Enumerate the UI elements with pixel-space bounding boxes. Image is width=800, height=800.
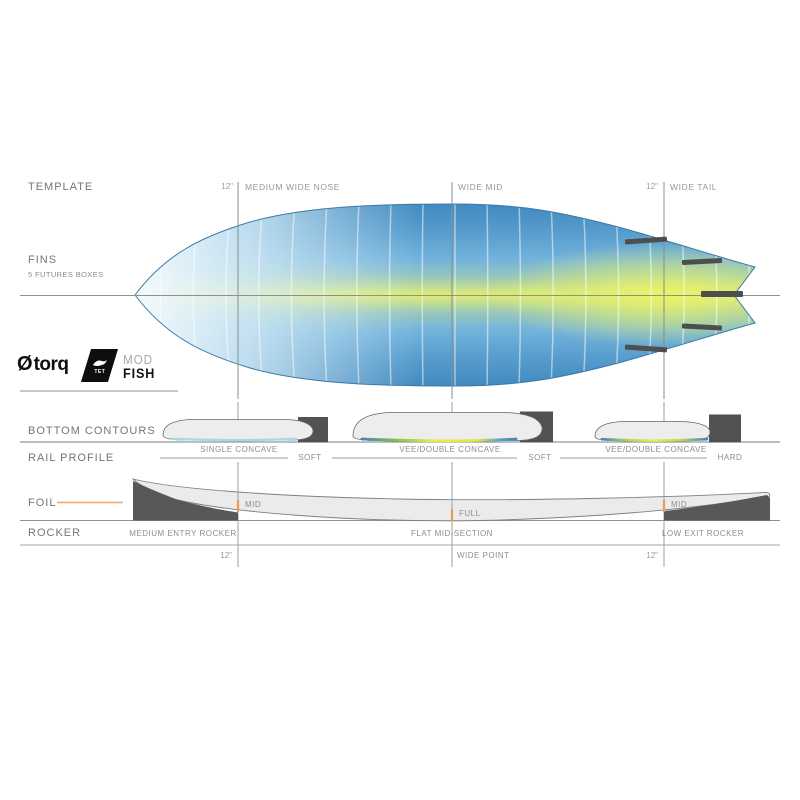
marker-medium-wide-nose: MEDIUM WIDE NOSE <box>245 182 341 192</box>
tet-fish-icon <box>92 359 107 366</box>
fin-box-rear-bottom <box>681 323 723 331</box>
rail-label-tail: HARD <box>717 453 743 462</box>
fins-sublabel: 5 FUTURES BOXES <box>28 270 104 279</box>
concave-line-nose <box>170 437 298 442</box>
rocker-label-entry: MEDIUM ENTRY ROCKER <box>129 529 237 538</box>
foil-marker-mid: FULL <box>459 509 481 518</box>
dome-nose <box>162 419 314 441</box>
model-name-bottom: FISH <box>123 365 156 381</box>
rail-block-tail <box>709 414 741 443</box>
board-side-profile <box>131 478 771 522</box>
dome-tail <box>594 421 711 441</box>
fin-box-front-top <box>624 236 668 245</box>
concave-line-tail <box>600 437 709 442</box>
model-name: MOD FISH <box>123 353 159 381</box>
foil-marker-nose: MID <box>245 500 262 509</box>
rocker-label-exit: LOW EXIT ROCKER <box>661 529 745 538</box>
contour-label-tail: VEE/DOUBLE CONCAVE <box>605 445 707 454</box>
nose-measure-bottom: 12" <box>220 551 232 560</box>
tail-measure-top: 12" <box>646 182 658 191</box>
rail-label-mid: SOFT <box>528 453 552 462</box>
marker-wide-mid: WIDE MID <box>458 182 503 192</box>
fin-boxes <box>624 236 743 353</box>
rocker-label-mid: FLAT MID-SECTION <box>411 529 493 538</box>
exit-rocker-wedge <box>664 495 770 521</box>
section-label-template: TEMPLATE <box>28 181 94 193</box>
dome-mid <box>352 412 543 441</box>
marker-wide-tail: WIDE TAIL <box>670 182 718 192</box>
nose-measure-top: 12" <box>221 182 233 191</box>
marker-wide-point: WIDE POINT <box>457 551 510 560</box>
model-name-top: MOD <box>123 352 154 367</box>
section-label-rocker: ROCKER <box>28 527 82 539</box>
fin-box-front-bottom <box>624 344 668 353</box>
section-label-foil: FOIL <box>28 497 57 509</box>
tet-label: TET <box>94 368 105 375</box>
fin-box-center <box>701 291 743 297</box>
tet-technology-badge: TET <box>80 349 119 382</box>
torq-logo: Øtorq <box>17 353 69 376</box>
concave-line-mid <box>360 437 518 443</box>
cross-section-tail <box>594 414 741 443</box>
foil-marker-tail: MID <box>671 500 688 509</box>
contour-label-mid: VEE/DOUBLE CONCAVE <box>399 445 501 454</box>
template-guide-lines <box>237 182 665 399</box>
torq-circle-icon: Ø <box>17 353 33 375</box>
foil-thickness-ticks <box>236 500 666 521</box>
contour-label-nose: SINGLE CONCAVE <box>200 445 278 454</box>
fin-box-rear-top <box>681 258 723 265</box>
rail-label-nose: SOFT <box>298 453 322 462</box>
torq-wordmark: torq <box>33 354 69 375</box>
cross-section-nose <box>162 417 328 443</box>
section-label-bottom-contours: BOTTOM CONTOURS <box>28 425 156 437</box>
section-label-rail-profile: RAIL PROFILE <box>28 452 115 464</box>
tail-measure-bottom: 12" <box>646 551 658 560</box>
section-label-fins: FINS <box>28 254 58 266</box>
entry-rocker-wedge <box>133 481 238 521</box>
cross-section-mid <box>352 411 553 443</box>
